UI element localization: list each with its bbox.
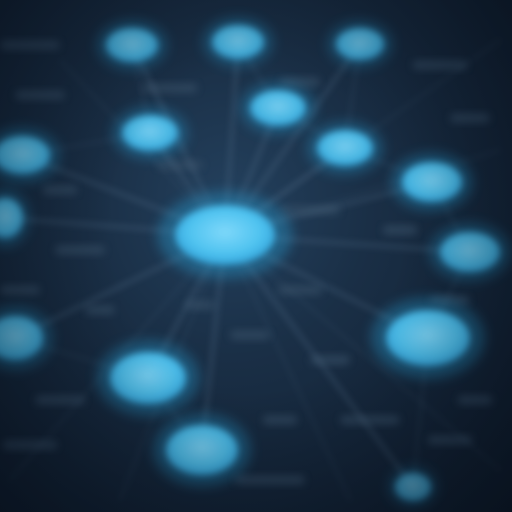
ghost-label-5 <box>450 113 490 123</box>
node-n3 <box>336 28 384 60</box>
ghost-label-23 <box>85 305 115 315</box>
ghost-label-6 <box>157 160 203 170</box>
node-n10 <box>440 232 500 272</box>
hub-node <box>175 205 275 265</box>
node-n8 <box>402 162 462 202</box>
ghost-label-20 <box>235 475 305 485</box>
ghost-label-17 <box>2 440 58 450</box>
ghost-label-11 <box>0 285 40 295</box>
node-n6 <box>317 130 373 166</box>
node-n2 <box>212 25 264 59</box>
node-glows <box>0 17 511 508</box>
node-n12 <box>110 352 186 404</box>
ghost-label-24 <box>457 395 493 405</box>
ghost-label-10 <box>55 245 105 255</box>
ghost-label-15 <box>230 330 270 340</box>
ghost-label-1 <box>15 90 65 100</box>
ghost-label-9 <box>382 225 418 235</box>
ghost-label-19 <box>340 415 400 425</box>
ghost-label-18 <box>262 415 298 425</box>
ghost-label-7 <box>42 185 78 195</box>
node-n15 <box>395 473 431 501</box>
node-n1 <box>106 28 158 62</box>
node-n11 <box>386 310 470 366</box>
ghost-label-0 <box>0 40 60 50</box>
node-n13 <box>166 425 238 475</box>
node-n4 <box>122 115 178 151</box>
node-n5 <box>250 90 306 126</box>
